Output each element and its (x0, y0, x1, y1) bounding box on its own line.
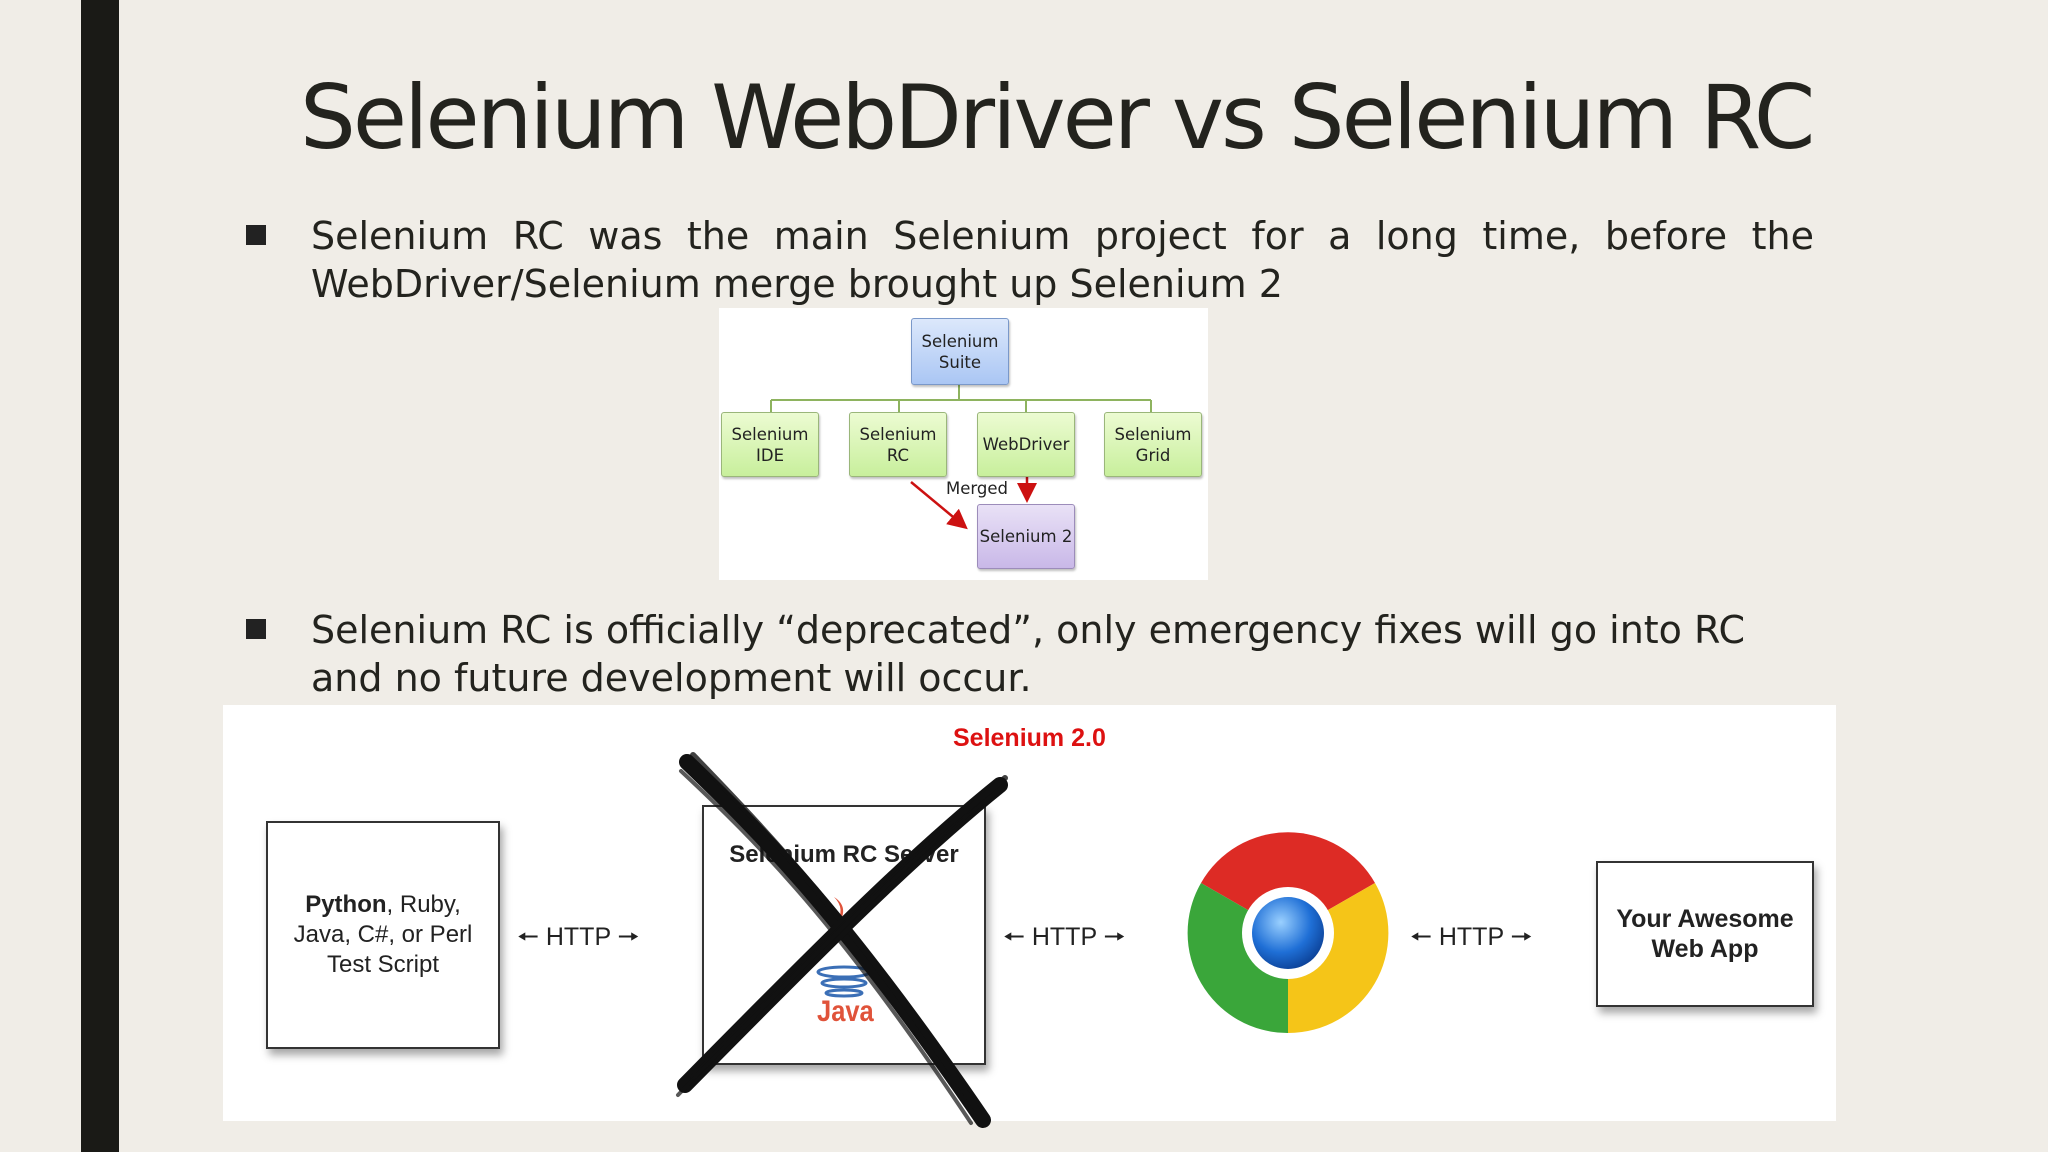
right-arrow-icon: 🠖 (1510, 923, 1533, 951)
architecture-title: Selenium 2.0 (953, 724, 1106, 752)
left-arrow-icon: 🠔 (517, 923, 539, 951)
sidebar-accent-bar (81, 0, 119, 1152)
test-script-label: Python, Ruby, Java, C#, or Perl Test Scr… (283, 890, 483, 980)
http-link-3: 🠔 HTTP 🠖 (1410, 918, 1533, 961)
http-label: HTTP (1438, 923, 1504, 951)
http-label: HTTP (545, 923, 611, 951)
script-language-bold: Python (305, 891, 387, 918)
selenium-suite-diagram: Selenium Suite Selenium IDE Selenium RC … (719, 308, 1208, 580)
java-logo-text: Java (817, 995, 874, 1028)
bullet-text: Selenium RC was the main Selenium projec… (311, 214, 1814, 306)
merged-label: Merged (946, 479, 1008, 498)
web-app-box: Your Awesome Web App (1596, 861, 1814, 1007)
bullet-square-icon (246, 225, 266, 245)
right-arrow-icon: 🠖 (1103, 923, 1126, 951)
left-arrow-icon: 🠔 (1003, 923, 1025, 951)
script-language-rest: , Ruby, Java, C#, or Perl Test Script (293, 891, 473, 978)
http-link-2: 🠔 HTTP 🠖 (1003, 918, 1126, 961)
bullet-text: Selenium RC is officially “deprecated”, … (311, 608, 1746, 700)
node-selenium-rc: Selenium RC (849, 412, 947, 477)
web-app-label: Your Awesome Web App (1616, 905, 1794, 963)
chrome-icon (1187, 832, 1389, 1034)
http-link-1: 🠔 HTTP 🠖 (517, 918, 640, 961)
node-selenium-suite: Selenium Suite (911, 318, 1009, 385)
test-script-box: Python, Ruby, Java, C#, or Perl Test Scr… (266, 821, 500, 1049)
cross-out-mark (676, 752, 1008, 1128)
right-arrow-icon: 🠖 (617, 923, 640, 951)
diagram-connectors (770, 385, 1152, 530)
selenium-2-architecture-figure: Selenium 2.0 Python, Ruby, Java, C#, or … (223, 705, 1836, 1128)
node-selenium-ide: Selenium IDE (721, 412, 819, 477)
node-selenium-2: Selenium 2 (977, 504, 1075, 569)
left-arrow-icon: 🠔 (1410, 923, 1432, 951)
bullet-square-icon (246, 619, 266, 639)
http-label: HTTP (1031, 923, 1097, 951)
node-selenium-grid: Selenium Grid (1104, 412, 1202, 477)
node-webdriver: WebDriver (977, 412, 1075, 477)
slide-title: Selenium WebDriver vs Selenium RC (300, 66, 1815, 169)
